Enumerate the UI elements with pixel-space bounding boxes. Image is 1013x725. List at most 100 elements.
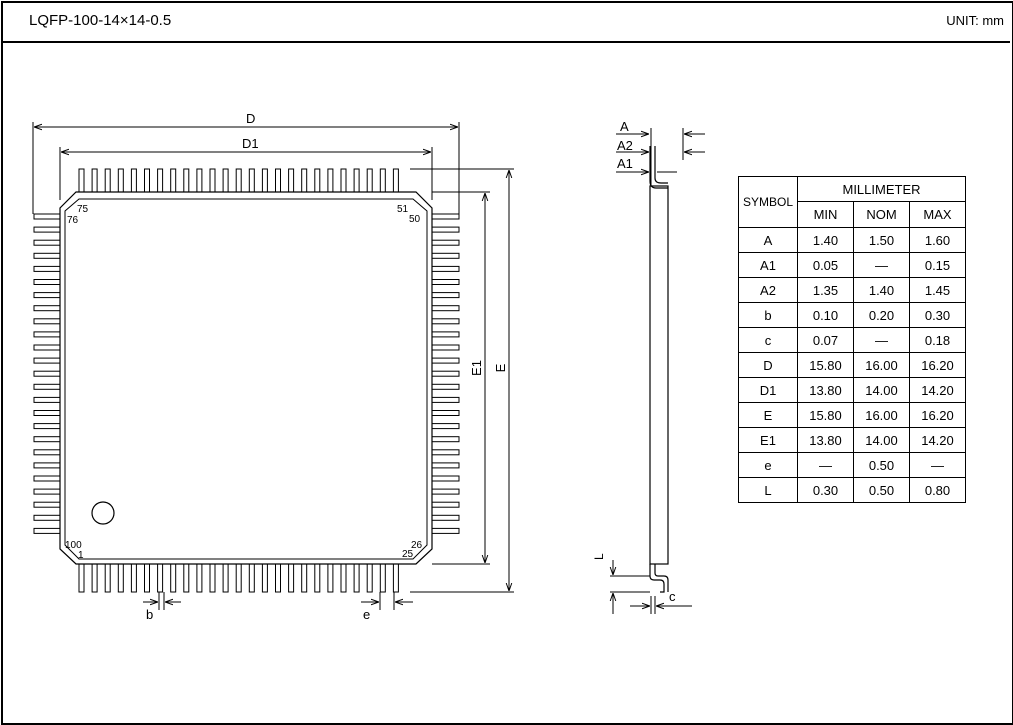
pin <box>33 383 61 390</box>
symbol-cell: A1 <box>738 252 798 278</box>
max-cell: 16.20 <box>909 352 966 378</box>
column-header-max: MAX <box>909 201 966 228</box>
pin <box>431 501 460 508</box>
pin <box>275 168 281 193</box>
pin <box>196 168 203 193</box>
dim-label-A: A <box>620 119 629 134</box>
pin <box>183 563 190 593</box>
column-header-min: MIN <box>797 201 854 228</box>
pin <box>431 252 460 259</box>
pin <box>33 449 61 456</box>
nom-cell: — <box>853 327 910 353</box>
max-cell: 1.60 <box>909 227 966 253</box>
pin <box>431 514 460 521</box>
pin <box>222 168 229 193</box>
pin <box>235 168 242 193</box>
pin <box>235 563 242 593</box>
symbol-cell: D1 <box>738 377 798 403</box>
dim-label-D1: D1 <box>242 136 259 151</box>
pin <box>78 563 85 593</box>
dim-label-c: c <box>669 589 676 604</box>
part-number: LQFP-100-14×14-0.5 <box>29 12 172 29</box>
pin-label-100: 100 <box>65 540 82 551</box>
column-header-nom: NOM <box>853 201 910 228</box>
pin <box>248 168 255 193</box>
nom-cell: 0.20 <box>853 302 910 328</box>
pin <box>33 462 61 469</box>
pin <box>366 168 373 193</box>
pin <box>431 226 460 233</box>
dimension-E <box>410 168 514 593</box>
symbol-cell: A <box>738 227 798 253</box>
pin <box>431 279 460 285</box>
pin <box>33 252 61 259</box>
min-cell: 0.05 <box>797 252 854 278</box>
dimension-D1 <box>59 147 433 200</box>
pin <box>431 318 460 325</box>
max-cell: 0.80 <box>909 477 966 503</box>
pin <box>33 396 61 403</box>
pin <box>431 436 460 443</box>
dimension-L <box>610 560 650 614</box>
nom-cell: 0.50 <box>853 477 910 503</box>
pin <box>144 168 150 193</box>
max-cell: 0.30 <box>909 302 966 328</box>
pin <box>314 168 321 193</box>
pin <box>104 563 111 593</box>
pin <box>104 168 111 193</box>
pin <box>130 168 137 193</box>
nom-cell: 1.40 <box>853 277 910 303</box>
pin <box>170 168 177 193</box>
millimeter-header: MILLIMETER <box>797 176 966 202</box>
pin <box>130 563 137 593</box>
pin <box>33 226 61 233</box>
dimension-D <box>32 122 460 214</box>
pin <box>431 449 460 456</box>
pin <box>340 563 347 593</box>
pin <box>431 527 460 534</box>
pin <box>288 563 295 593</box>
pin <box>33 292 61 299</box>
dimension-A-group <box>616 128 705 186</box>
min-cell: 0.30 <box>797 477 854 503</box>
min-cell: 1.40 <box>797 227 854 253</box>
pin <box>366 563 373 593</box>
pin-label-1: 1 <box>78 550 84 561</box>
pin <box>33 239 61 246</box>
symbol-cell: c <box>738 327 798 353</box>
pin <box>288 168 295 193</box>
pin <box>196 563 203 593</box>
symbol-cell: e <box>738 452 798 478</box>
side-view-body <box>649 146 669 593</box>
max-cell: 1.45 <box>909 277 966 303</box>
pin <box>222 563 229 593</box>
pin <box>431 331 460 338</box>
pin <box>314 563 321 593</box>
pin <box>183 168 190 193</box>
dimension-e <box>361 592 413 610</box>
dimension-c <box>630 596 692 614</box>
min-cell: 13.80 <box>797 377 854 403</box>
pin <box>353 563 360 593</box>
symbol-header: SYMBOL <box>738 176 798 228</box>
symbol-cell: b <box>738 302 798 328</box>
dim-label-E1: E1 <box>469 360 484 376</box>
pin <box>33 527 61 534</box>
pin <box>431 213 460 220</box>
pin <box>33 279 61 285</box>
pins-left <box>33 213 61 534</box>
symbol-cell: E <box>738 402 798 428</box>
dim-label-b: b <box>146 607 153 622</box>
pin <box>431 475 460 482</box>
pin-label-76: 76 <box>67 215 79 226</box>
min-cell: 15.80 <box>797 352 854 378</box>
pin <box>431 410 460 416</box>
min-cell: 15.80 <box>797 402 854 428</box>
table-row: e—0.50— <box>738 452 966 478</box>
